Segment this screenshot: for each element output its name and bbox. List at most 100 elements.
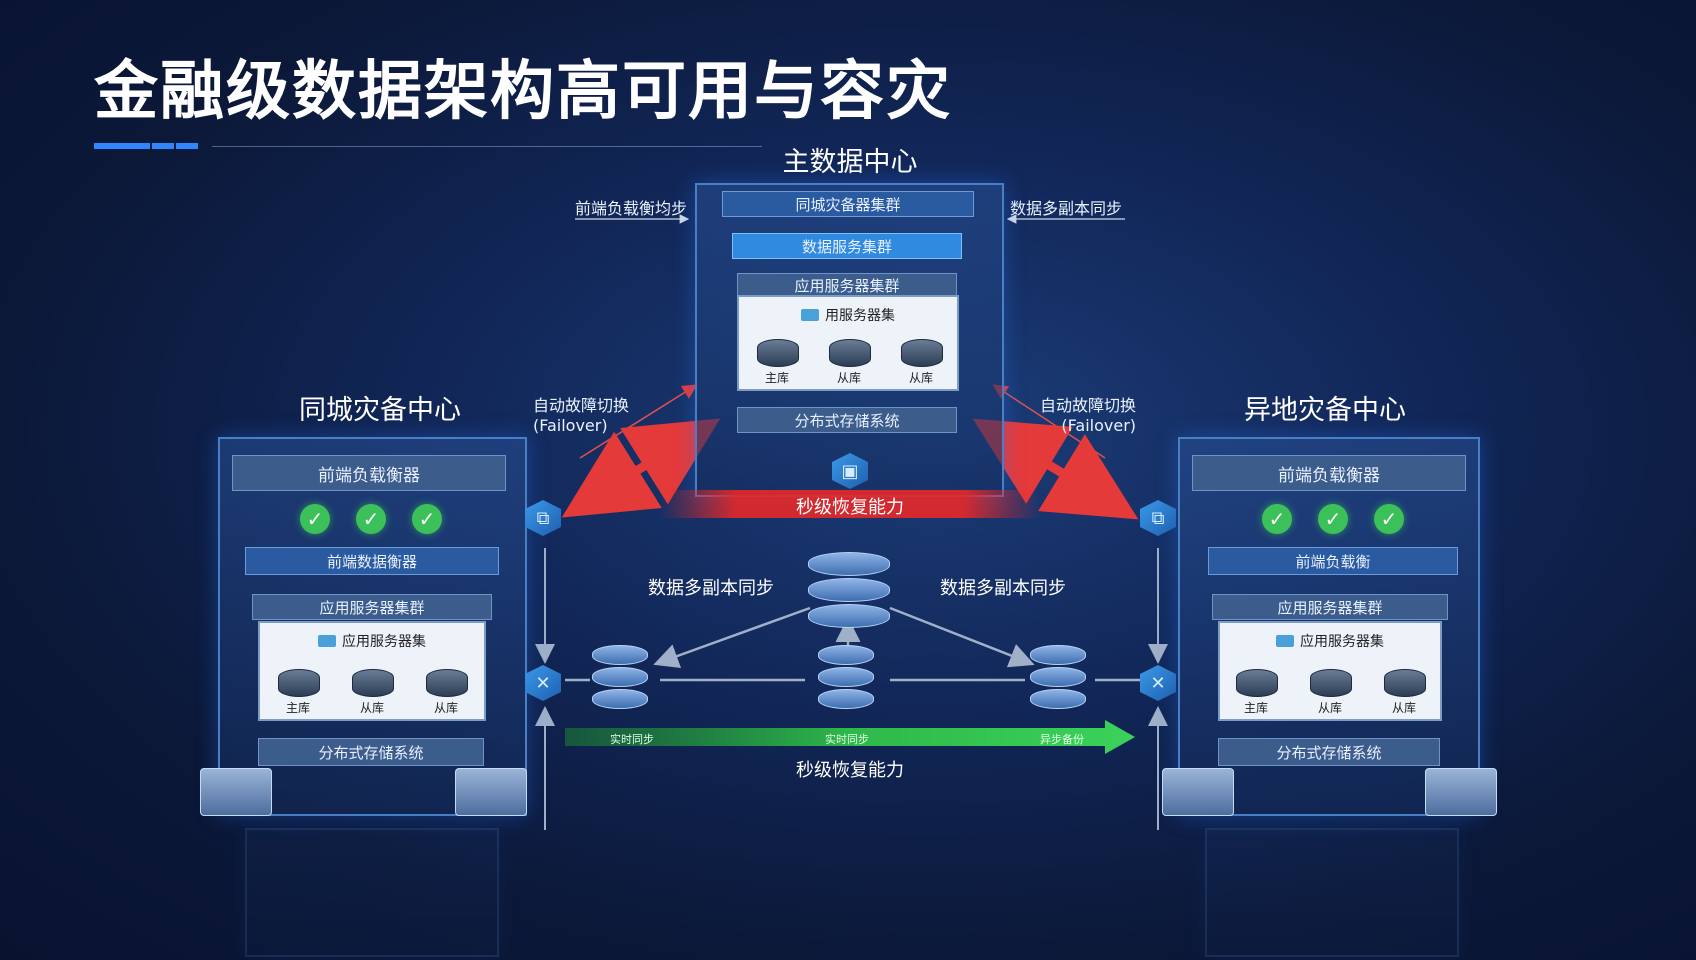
database-icon: [757, 339, 799, 367]
server-icon: [318, 635, 336, 647]
failover-right-label: 自动故障切换 (Failover): [1040, 392, 1136, 435]
remote-storage-label: 分布式存储系统: [1276, 743, 1382, 762]
title-accent-bar: [176, 143, 198, 149]
gateway-icon: ▣: [832, 453, 868, 489]
database-icon: [278, 669, 320, 697]
db-label: 从库: [1391, 701, 1416, 715]
sync-green-arrow: [565, 720, 1135, 754]
bottom-recovery-label: 秒级恢复能力: [796, 760, 904, 781]
remote-head-bar: 前端负载衡: [1208, 547, 1458, 575]
recovery-glow: [660, 490, 1040, 518]
node-layer: [1030, 667, 1086, 687]
storage-node-icon: [592, 645, 648, 711]
hub-layer: [808, 552, 890, 576]
remote-dc-panel: 前端负载衡器 ✓ ✓ ✓ 前端负载衡 应用服务器集群 应用服务器集 主库 从库 …: [1178, 437, 1480, 816]
replica-sync-label: 数据多副本同步: [1010, 199, 1123, 218]
lb-sync-label: 前端负载衡均步: [575, 199, 688, 218]
remote-dc-title: 异地灾备中心: [1244, 395, 1406, 426]
failover-left-line1: 自动故障切换: [533, 396, 630, 415]
green-bar-label-right: 异步备份: [1040, 733, 1084, 746]
local-dc-panel: 前端负载衡器 ✓ ✓ ✓ 前端数据衡器 应用服务器集群 应用服务器集 主库 从库…: [218, 437, 527, 816]
remote-app-box-title: 应用服务器集: [1220, 631, 1440, 651]
hub-layer: [808, 578, 890, 602]
failover-arrow-right-back: [972, 418, 1126, 514]
local-app-bar: 应用服务器集群: [252, 594, 492, 620]
network-node-icon: ⧉: [525, 500, 561, 536]
storage-node-icon: [1030, 645, 1086, 711]
page-title: 金融级数据架构高可用与容灾: [94, 55, 952, 129]
node-layer: [818, 689, 874, 709]
node-layer: [592, 645, 648, 665]
node-layer: [818, 645, 874, 665]
check-icon: ✓: [1374, 504, 1404, 534]
sync-right-label: 数据多副本同步: [940, 578, 1066, 599]
server-rack-icon: [200, 768, 272, 816]
db-label: 主库: [285, 701, 310, 715]
db-replica: 从库: [901, 339, 943, 386]
db-label: 从库: [359, 701, 384, 715]
title-accent-bar: [152, 143, 174, 149]
hub-to-right-node: [889, 606, 1035, 668]
sync-left-label: 数据多副本同步: [648, 578, 774, 599]
local-app-label: 应用服务器集群: [319, 598, 425, 617]
local-app-box-label: 应用服务器集: [342, 634, 426, 650]
server-rack-icon: [1162, 768, 1234, 816]
database-icon: [901, 339, 943, 367]
app-server-box: 用服务器集 主库 从库 从库: [737, 295, 959, 391]
local-head-label: 前端数据衡器: [326, 552, 417, 571]
server-rack-icon: [1425, 768, 1497, 816]
node-layer: [1030, 689, 1086, 709]
database-icon: [1310, 669, 1352, 697]
db-primary: 主库: [757, 339, 799, 386]
db-primary: 主库: [1236, 669, 1278, 716]
node-layer: [592, 689, 648, 709]
check-icon: ✓: [412, 504, 442, 534]
storage-node-icon: [818, 645, 874, 711]
node-layer: [592, 667, 648, 687]
remote-lb-label: 前端负载衡器: [1278, 465, 1380, 486]
remote-head-label: 前端负载衡: [1295, 552, 1371, 571]
db-replica: 从库: [1384, 669, 1426, 716]
main-dc-panel: 同城灾备器集群 数据服务集群 应用服务器集群 用服务器集 主库 从库 从库 分布…: [695, 183, 1004, 497]
db-label: 从库: [433, 701, 458, 715]
storage-label: 分布式存储系统: [794, 411, 900, 430]
main-recovery-label: 秒级恢复能力: [796, 497, 904, 518]
failover-left-line2: (Failover): [533, 416, 608, 435]
title-divider: [212, 146, 762, 147]
data-service-cluster-bar: 数据服务集群: [732, 233, 962, 259]
check-icon: ✓: [300, 504, 330, 534]
db-replica: 从库: [352, 669, 394, 716]
local-app-box-title: 应用服务器集: [260, 631, 484, 651]
failover-right-line1: 自动故障切换: [1040, 396, 1137, 415]
central-hub-icon: [808, 552, 890, 630]
failover-left-label: 自动故障切换 (Failover): [533, 392, 629, 435]
db-primary: 主库: [278, 669, 320, 716]
db-label: 从库: [1317, 701, 1342, 715]
failover-arrow-left-back: [561, 424, 708, 518]
app-server-box-title: 用服务器集: [739, 305, 957, 325]
local-app-box: 应用服务器集 主库 从库 从库: [258, 621, 486, 721]
check-icon: ✓: [356, 504, 386, 534]
database-icon: [1384, 669, 1426, 697]
server-icon: [1276, 635, 1294, 647]
network-node-icon: ✕: [1140, 665, 1176, 701]
app-server-cluster-bar: 应用服务器集群: [737, 273, 957, 297]
app-server-box-label: 用服务器集: [825, 308, 895, 324]
local-lb-bar: 前端负载衡器: [232, 455, 506, 491]
title-accent-bar: [94, 143, 150, 149]
database-icon: [352, 669, 394, 697]
remote-app-label: 应用服务器集群: [1277, 598, 1383, 617]
storage-bar: 分布式存储系统: [737, 407, 957, 433]
db-replica: 从库: [1310, 669, 1352, 716]
network-node-icon: ⧉: [1140, 500, 1176, 536]
remote-app-box: 应用服务器集 主库 从库 从库: [1218, 621, 1442, 721]
hub-to-left-node: [653, 606, 811, 668]
remote-lb-bar: 前端负载衡器: [1192, 455, 1466, 491]
local-dc-reflection: [245, 828, 499, 957]
local-lb-label: 前端负载衡器: [318, 465, 420, 486]
db-label: 主库: [764, 371, 789, 385]
db-label: 从库: [908, 371, 933, 385]
data-service-cluster-label: 数据服务集群: [801, 237, 892, 256]
server-rack-icon: [455, 768, 527, 816]
